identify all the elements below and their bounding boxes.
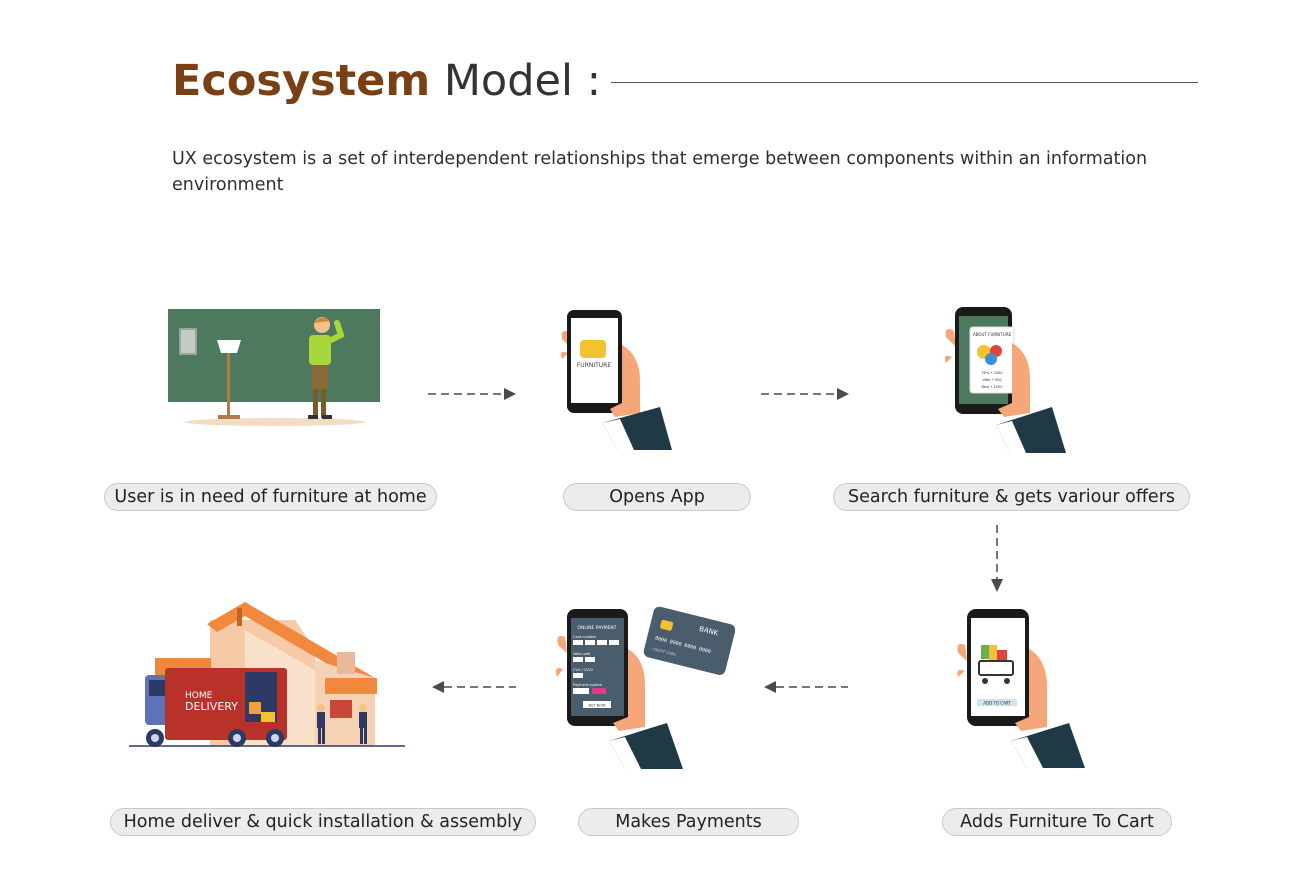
arrow-left-icon <box>432 681 516 693</box>
card-number-text: Card number <box>573 635 597 639</box>
step-label-payments: Makes Payments <box>578 808 799 836</box>
search-box-text: ABOUT FURNITURE <box>973 332 1012 337</box>
payment-system-text: Payment system <box>573 683 603 687</box>
phone-payment-icon: BANK 0000 0000 0000 0000 CREDIT CARD ONL… <box>555 606 735 769</box>
description: UX ecosystem is a set of interdependent … <box>172 149 1148 195</box>
search-offer-2: offer • 500 <box>982 378 1001 382</box>
phone-app-icon: FURNITURE <box>560 310 672 450</box>
delivery-text-line1: HOME <box>185 691 213 701</box>
title-accent: Ecosystem <box>172 56 431 106</box>
title-divider <box>611 82 1198 83</box>
arrow-left-icon <box>764 681 848 693</box>
step-label-delivery: Home deliver & quick installation & asse… <box>110 808 536 836</box>
arrow-right-icon <box>761 388 849 400</box>
add-to-cart-text: ADD TO CART <box>983 701 1011 706</box>
valid-until-text: Valid until <box>573 652 590 656</box>
phone-search-icon: ABOUT FURNITURE 50% • 2000 offer • 500 B… <box>944 307 1066 453</box>
search-offer-1: 50% • 2000 <box>982 371 1003 375</box>
step-label-add-cart: Adds Furniture To Cart <box>942 808 1172 836</box>
buy-now-text: BUY NOW <box>588 704 606 708</box>
person-room-illustration <box>168 309 380 426</box>
cvv-text: CVV / CVV2 <box>573 668 593 672</box>
phone-cart-icon: ADD TO CART <box>957 609 1085 768</box>
arrow-right-icon <box>428 388 516 400</box>
delivery-truck-icon: HOME DELIVERY <box>129 602 405 747</box>
page-title: Ecosystem Model : <box>172 52 601 110</box>
online-payment-text: ONLINE PAYMENT <box>577 625 616 631</box>
search-offer-3: Best • 1500 <box>982 385 1003 389</box>
step-label-need: User is in need of furniture at home <box>104 483 437 511</box>
step-label-open-app: Opens App <box>563 483 751 511</box>
step-label-search: Search furniture & gets variour offers <box>833 483 1190 511</box>
app-brand-text: FURNITURE <box>577 362 611 369</box>
delivery-text-line2: DELIVERY <box>185 700 238 713</box>
title-rest: Model : <box>443 56 602 106</box>
card-type-text: CREDIT CARD <box>652 647 677 657</box>
arrow-down-icon <box>991 525 1003 592</box>
